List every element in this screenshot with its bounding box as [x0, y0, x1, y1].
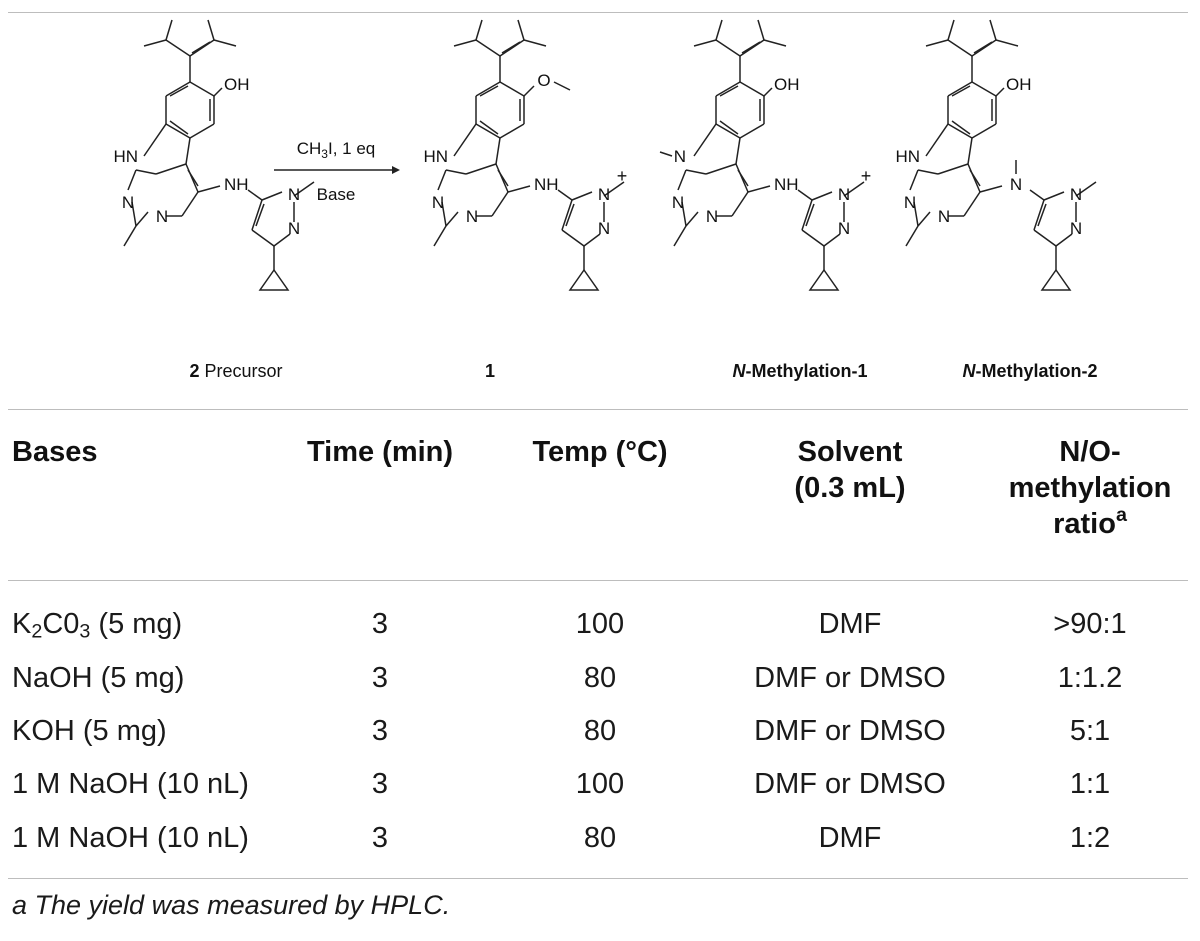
table-row-solvent: DMF or DMSO: [754, 662, 946, 694]
table-row-time: 3: [371, 662, 389, 694]
methoxy-o-label: O: [537, 71, 550, 90]
svg-text:N: N: [598, 185, 610, 204]
table-row-temp: 100: [575, 608, 625, 640]
svg-text:N: N: [938, 207, 950, 226]
plus-sign-1: +: [617, 166, 628, 186]
table-row-base: 1 M NaOH (10 nL): [12, 768, 249, 800]
header-bottom-rule: [8, 580, 1188, 581]
amine-nh-label: NH: [224, 175, 249, 194]
svg-text:NH: NH: [534, 175, 559, 194]
table-row-temp: 100: [575, 768, 625, 800]
svg-text:O: O: [515, 14, 528, 16]
svg-text:N: N: [672, 193, 684, 212]
table-row-time: 3: [371, 715, 389, 747]
table-row-base: 1 M NaOH (10 nL): [12, 822, 249, 854]
table-row-base: K2C03 (5 mg): [12, 608, 183, 643]
table-row-temp: 80: [583, 822, 617, 854]
top-rule: [8, 12, 1188, 13]
table-row-ratio: 1:2: [1069, 822, 1111, 854]
table-row-time: 3: [371, 822, 389, 854]
plus-sign-2: +: [861, 166, 872, 186]
svg-text:N: N: [598, 219, 610, 238]
table-row-ratio: >90:1: [1053, 608, 1127, 640]
pyrazole-n1: N: [288, 185, 300, 204]
table-row-time: 3: [371, 768, 389, 800]
pyrimidine-n2: N: [156, 207, 168, 226]
reagent-label: CH3I, 1 eq: [297, 139, 376, 161]
table-row-time: 3: [371, 608, 389, 640]
table-row-temp: 80: [583, 662, 617, 694]
svg-text:N: N: [432, 193, 444, 212]
svg-text:N: N: [706, 207, 718, 226]
header-temp: Temp (°C): [532, 436, 668, 468]
amine-n-methyl-label: N: [1010, 175, 1022, 194]
isoxazole-o: O: [205, 14, 218, 16]
base-label: Base: [317, 185, 356, 204]
header-time: Time (min): [306, 436, 454, 468]
svg-text:HN: HN: [895, 147, 920, 166]
table-row-solvent: DMF or DMSO: [754, 715, 946, 747]
indole-n-methyl-label: N: [674, 147, 686, 166]
header-top-rule: [8, 409, 1188, 410]
table-row-ratio: 1:1: [1069, 768, 1111, 800]
table-row-solvent: DMF: [818, 822, 882, 854]
table-row-temp: 80: [583, 715, 617, 747]
compound-label-1: 1: [485, 361, 495, 381]
header-bases: Bases: [12, 436, 98, 468]
svg-text:OH: OH: [774, 75, 800, 94]
header-solvent: Solvent (0.3 mL): [794, 436, 906, 504]
svg-text:N: N: [838, 219, 850, 238]
table-row-base: NaOH (5 mg): [12, 662, 185, 694]
indole-nh-label: HN: [113, 147, 138, 166]
svg-text:N: N: [944, 14, 956, 16]
compound-label-n-methylation-1: N-Methylation-1: [732, 361, 867, 381]
svg-text:OH: OH: [1006, 75, 1032, 94]
footnote: a The yield was measured by HPLC.: [12, 890, 451, 920]
svg-text:O: O: [987, 14, 1000, 16]
pyrazole-n2: N: [288, 219, 300, 238]
svg-text:N: N: [1070, 219, 1082, 238]
table-row-base: KOH (5 mg): [12, 715, 167, 747]
svg-text:HN: HN: [423, 147, 448, 166]
table-row-solvent: DMF or DMSO: [754, 768, 946, 800]
table-bottom-rule: [8, 878, 1188, 879]
svg-text:N: N: [838, 185, 850, 204]
svg-text:NH: NH: [774, 175, 799, 194]
svg-text:O: O: [755, 14, 768, 16]
svg-text:N: N: [1070, 185, 1082, 204]
svg-text:N: N: [904, 193, 916, 212]
table-row-ratio: 1:1.2: [1057, 662, 1123, 694]
svg-text:N: N: [712, 14, 724, 16]
table-row-solvent: DMF: [818, 608, 882, 640]
compound-label-precursor: 2 Precursor: [189, 361, 282, 381]
svg-text:N: N: [472, 14, 484, 16]
compound-label-n-methylation-2: N-Methylation-2: [962, 361, 1097, 381]
pyrimidine-n1: N: [122, 193, 134, 212]
svg-text:N: N: [466, 207, 478, 226]
table-row-ratio: 5:1: [1069, 715, 1111, 747]
hydroxyl-label: OH: [224, 75, 250, 94]
isoxazole-n: N: [162, 14, 174, 16]
reaction-scheme: N O OH HN N N NH N N CH3I, 1 eq Base N O…: [113, 14, 1098, 381]
header-ratio: N/O- methylation ratioa: [1008, 436, 1172, 540]
